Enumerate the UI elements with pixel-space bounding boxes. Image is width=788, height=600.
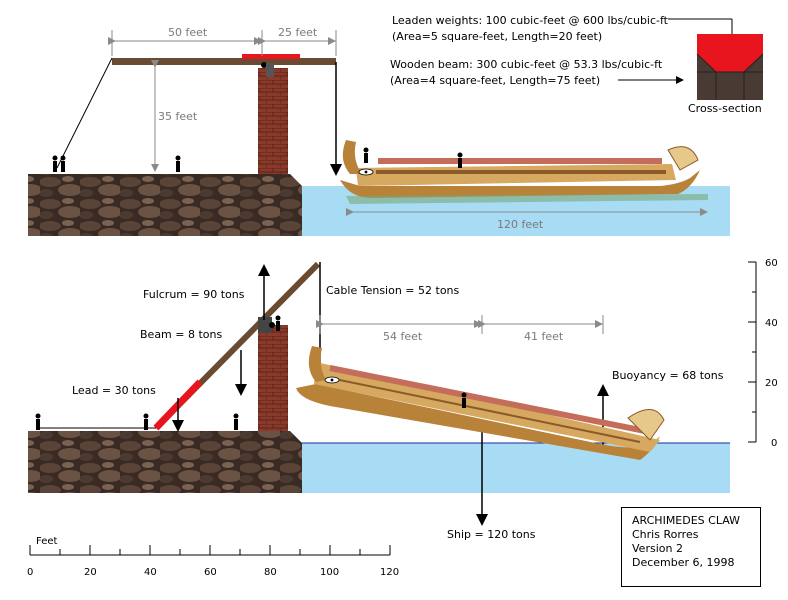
cable-tension-label: Cable Tension = 52 tons (326, 284, 460, 297)
beam-line1: Wooden beam: 300 cubic-feet @ 53.3 lbs/c… (390, 58, 663, 71)
beam-label: Beam = 8 tons (140, 328, 222, 341)
bottom-rock-wall (28, 431, 302, 493)
top-ship (340, 140, 708, 204)
credits-title: ARCHIMEDES CLAW (632, 514, 741, 527)
bottom-brick-tower (258, 325, 288, 431)
scale-tick-100: 100 (320, 567, 339, 578)
dim-35-feet: 35 feet (158, 110, 198, 123)
scale-tick-120: 120 (380, 567, 399, 578)
scale-tick-20: 20 (84, 567, 97, 578)
scale-tick-60: 60 (204, 567, 217, 578)
weights-line2: (Area=5 square-feet, Length=20 feet) (392, 30, 602, 43)
fulcrum-label: Fulcrum = 90 tons (143, 288, 245, 301)
top-diagram: 35 feet 50 feet 25 feet 120 feet Le (28, 14, 764, 236)
bottom-diagram: 54 feet 41 feet Fulcrum = 90 tons Cable … (28, 258, 778, 541)
bottom-fulcrum-block (258, 317, 272, 333)
dim-50-feet: 50 feet (168, 26, 208, 39)
right-axis-tick-40: 40 (765, 318, 778, 329)
feet-scale: Feet 0 20 40 60 80 100 120 (27, 536, 399, 578)
credits-author: Chris Rorres (632, 528, 699, 541)
top-fulcrum-block (266, 63, 274, 77)
cross-section-label: Cross-section (688, 102, 762, 115)
lead-label: Lead = 30 tons (72, 384, 156, 397)
right-axis: 60 40 20 0 (748, 258, 778, 449)
credits-version: Version 2 (632, 542, 683, 555)
top-rock-wall (28, 174, 302, 236)
bottom-ship (296, 346, 665, 460)
beam-line2: (Area=4 square-feet, Length=75 feet) (390, 74, 600, 87)
scale-tick-0: 0 (27, 567, 33, 578)
top-wooden-beam (112, 58, 336, 65)
scale-title: Feet (36, 536, 58, 547)
credits-box: ARCHIMEDES CLAW Chris Rorres Version 2 D… (621, 507, 761, 587)
top-lead-weight (242, 54, 300, 59)
ship-label: Ship = 120 tons (447, 528, 536, 541)
dim-54-feet: 54 feet (383, 330, 423, 343)
dim-25-feet: 25 feet (278, 26, 318, 39)
cross-section-graphic (696, 34, 764, 100)
scale-tick-80: 80 (264, 567, 277, 578)
bottom-people (35, 315, 281, 430)
top-brick-tower (258, 68, 288, 174)
right-axis-tick-20: 20 (765, 378, 778, 389)
scale-tick-40: 40 (144, 567, 157, 578)
right-axis-tick-60: 60 (765, 258, 778, 269)
dim-41-feet: 41 feet (524, 330, 564, 343)
top-people (52, 155, 181, 172)
top-fulcrum (261, 62, 267, 68)
top-rope (56, 57, 113, 169)
bottom-water (300, 443, 730, 493)
weights-line1: Leaden weights: 100 cubic-feet @ 600 lbs… (392, 14, 669, 27)
right-axis-tick-0: 0 (771, 438, 777, 449)
credits-date: December 6, 1998 (632, 556, 735, 569)
buoyancy-label: Buoyancy = 68 tons (612, 369, 724, 382)
dim-120-feet: 120 feet (497, 218, 544, 231)
